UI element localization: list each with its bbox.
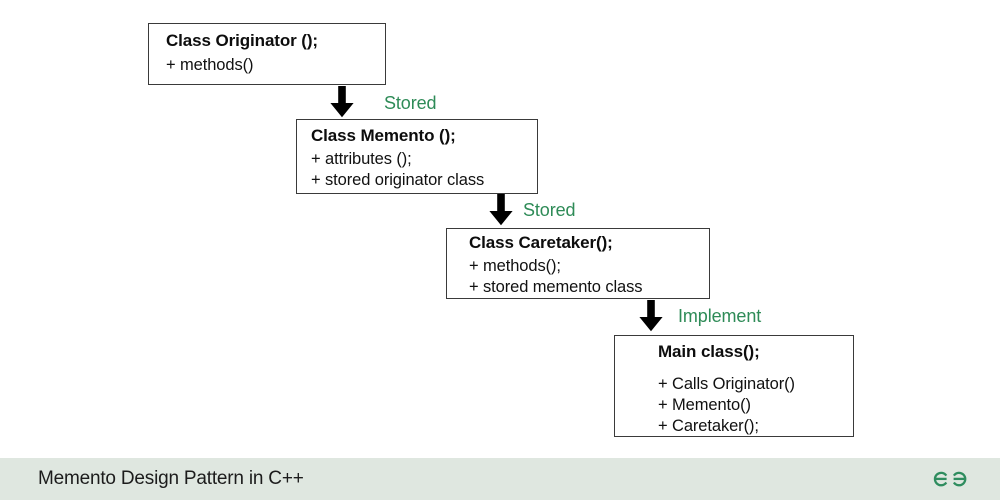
edge-label-implement: Implement [678, 306, 762, 326]
down-arrow-icon [638, 300, 664, 332]
class-box-originator: Class Originator (); + methods() [148, 23, 386, 85]
class-box-member: + attributes (); [311, 150, 412, 168]
class-box-member: + stored originator class [311, 171, 485, 189]
class-box-title: Class Caretaker(); [469, 233, 613, 252]
class-box-member: + Calls Originator() [658, 375, 795, 393]
footer-title: Memento Design Pattern in C++ [38, 468, 304, 489]
footer-bar: Memento Design Pattern in C++ [0, 458, 1000, 500]
class-box-memento: Class Memento (); + attributes (); + sto… [296, 119, 538, 194]
class-box-member: + methods(); [469, 257, 561, 275]
class-box-member: + methods() [166, 56, 254, 74]
class-box-caretaker: Class Caretaker(); + methods(); + stored… [446, 228, 710, 299]
class-box-member: + Caretaker(); [658, 417, 759, 435]
edge-label-stored-2: Stored [523, 200, 576, 220]
class-box-title: Class Originator (); [166, 31, 318, 50]
down-arrow-icon [329, 86, 355, 118]
down-arrow-icon [488, 194, 514, 226]
class-box-member: + stored memento class [469, 278, 643, 296]
class-box-main: Main class(); + Calls Originator() + Mem… [614, 335, 854, 437]
class-box-member: + Memento() [658, 396, 751, 414]
class-box-title: Class Memento (); [311, 126, 456, 145]
class-box-title: Main class(); [658, 342, 760, 361]
geeksforgeeks-logo [928, 468, 972, 490]
edge-label-stored-1: Stored [384, 93, 437, 113]
